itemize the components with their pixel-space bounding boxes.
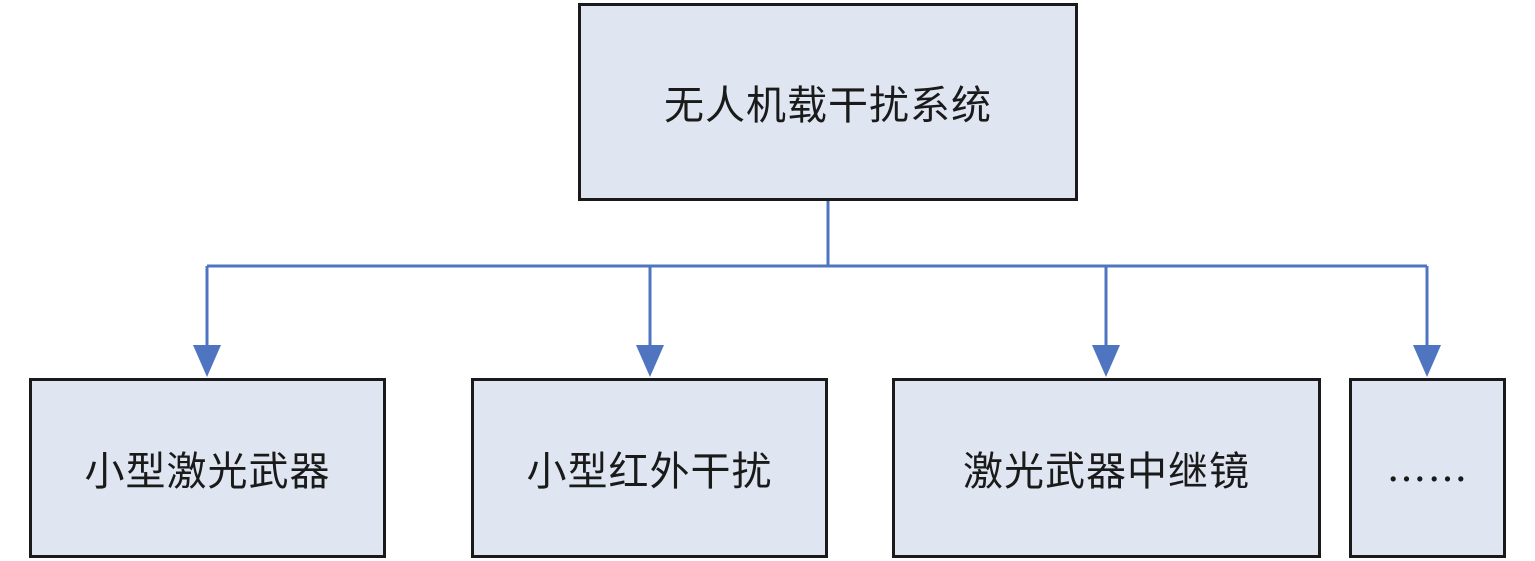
child-node-box: 小型红外干扰: [471, 378, 828, 558]
arrowhead-2: [636, 345, 664, 377]
arrowhead-3: [1092, 345, 1120, 377]
child-node-box: ……: [1349, 378, 1506, 558]
root-node-box: 无人机载干扰系统: [578, 3, 1078, 201]
root-node-label: 无人机载干扰系统: [664, 83, 992, 129]
arrowhead-4: [1413, 345, 1441, 377]
child-node-label: 小型激光武器: [84, 449, 331, 495]
child-node-box: 激光武器中继镜: [892, 378, 1321, 558]
child-node-box: 小型激光武器: [29, 378, 386, 558]
child-node-label: 小型红外干扰: [526, 449, 773, 495]
child-node-label: 激光武器中继镜: [963, 449, 1250, 495]
child-node-label: ……: [1386, 445, 1469, 491]
arrowhead-1: [193, 345, 221, 377]
